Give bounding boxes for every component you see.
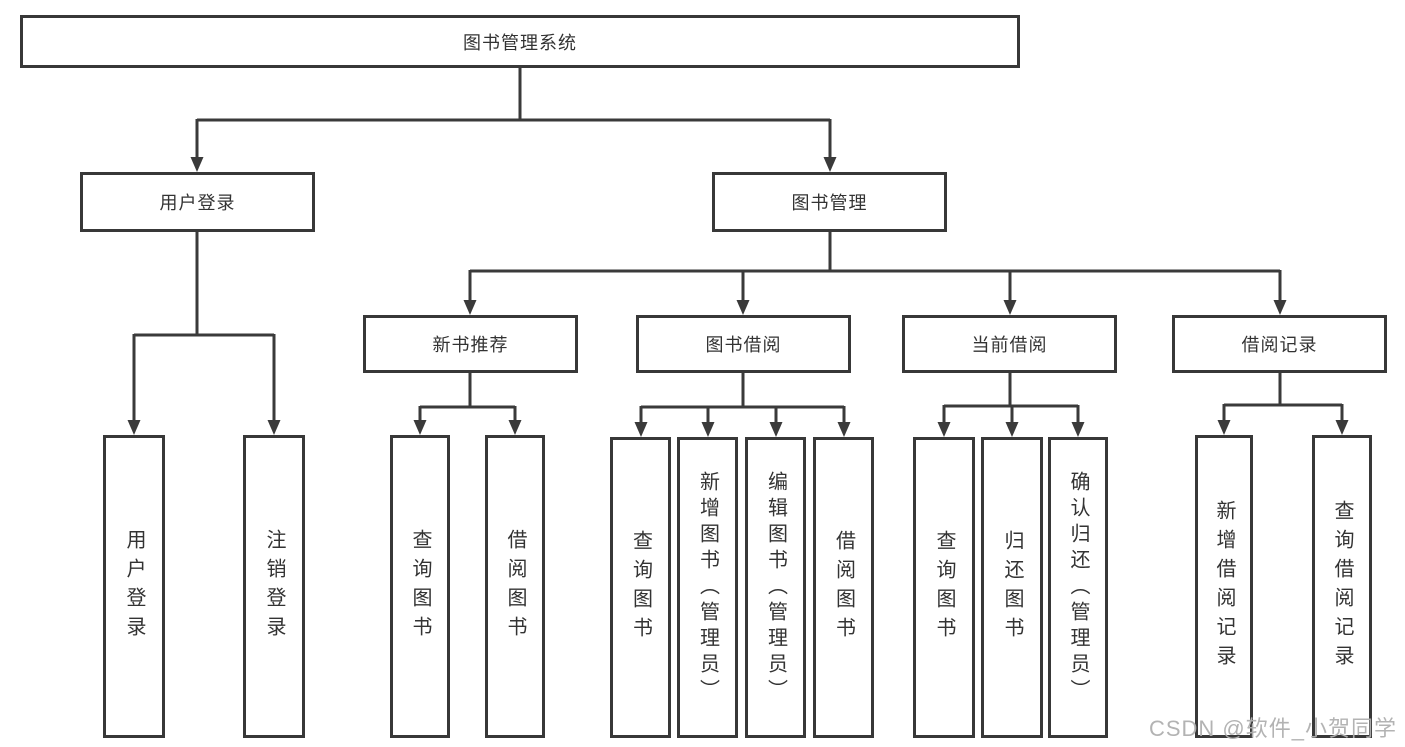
node-leaf-return-books: 归还图书	[981, 437, 1043, 738]
node-borrowing-records: 借阅记录	[1172, 315, 1387, 373]
node-book-management: 图书管理	[712, 172, 947, 232]
node-leaf-add-books-admin: 新增图书（管理员）	[677, 437, 738, 738]
connector-arrowheads	[127, 157, 1349, 437]
node-leaf-add-borrow-record: 新增借阅记录	[1195, 435, 1253, 738]
csdn-watermark: CSDN @软件_小贺同学	[1148, 716, 1397, 741]
node-leaf-query-books-recommend: 查询图书	[390, 435, 450, 738]
node-leaf-user-login: 用户登录	[103, 435, 165, 738]
node-leaf-logout: 注销登录	[243, 435, 305, 738]
node-new-book-recommendation: 新书推荐	[363, 315, 578, 373]
node-user-login-branch: 用户登录	[80, 172, 315, 232]
node-book-management-system: 图书管理系统	[20, 15, 1020, 68]
node-leaf-query-books-current: 查询图书	[913, 437, 975, 738]
node-current-borrowing: 当前借阅	[902, 315, 1117, 373]
node-leaf-borrow-books-recommend: 借阅图书	[485, 435, 545, 738]
node-leaf-query-borrow-record: 查询借阅记录	[1312, 435, 1372, 738]
node-book-borrowing: 图书借阅	[636, 315, 851, 373]
node-leaf-query-books-borrowing: 查询图书	[610, 437, 671, 738]
node-leaf-confirm-return-admin: 确认归还（管理员）	[1048, 437, 1108, 738]
node-leaf-edit-books-admin: 编辑图书（管理员）	[745, 437, 806, 738]
connector-lines	[132, 68, 1344, 425]
node-leaf-borrow-books: 借阅图书	[813, 437, 874, 738]
